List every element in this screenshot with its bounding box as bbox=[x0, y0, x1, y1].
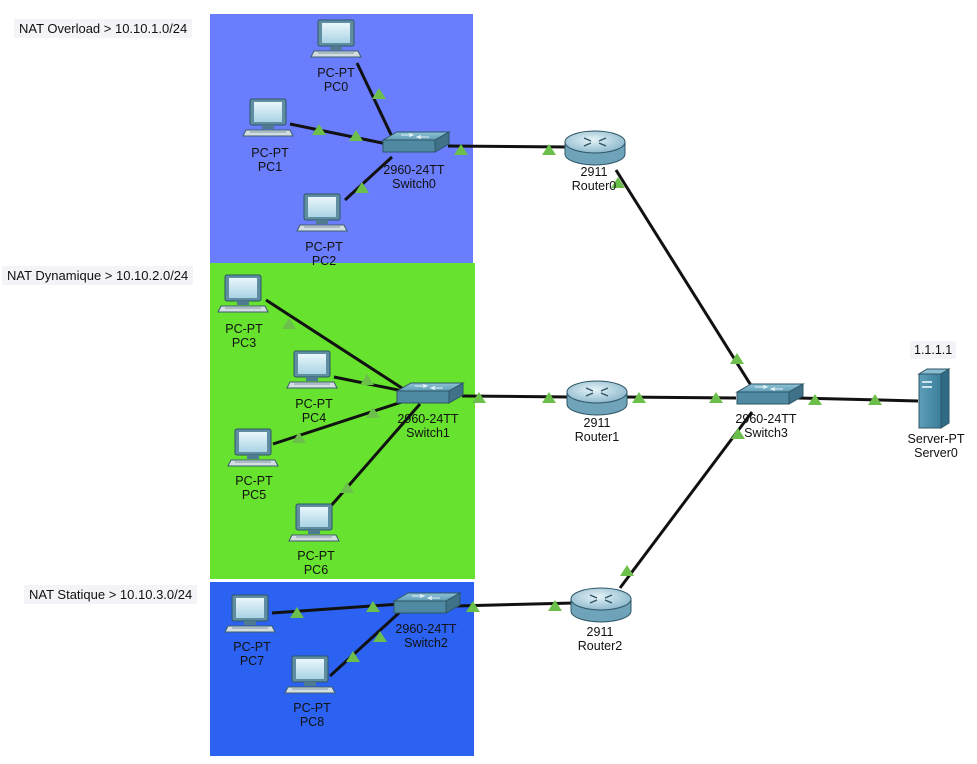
pc0-icon[interactable] bbox=[310, 19, 362, 58]
pc4-icon[interactable] bbox=[286, 350, 338, 389]
link-pc0-switch0[interactable] bbox=[355, 62, 397, 144]
link-up-marker bbox=[808, 394, 822, 405]
pc5-icon[interactable] bbox=[227, 428, 279, 467]
link-up-marker bbox=[349, 130, 363, 141]
switch1-icon[interactable] bbox=[396, 382, 464, 404]
link-up-marker bbox=[868, 394, 882, 405]
link-router0-switch3[interactable] bbox=[614, 169, 754, 388]
pc2-icon[interactable] bbox=[296, 193, 348, 232]
link-up-marker bbox=[312, 124, 326, 135]
pc1-icon[interactable] bbox=[242, 98, 294, 137]
link-router2-switch3[interactable] bbox=[618, 411, 754, 589]
zone-label-statique: NAT Statique > 10.10.3.0/24 bbox=[24, 585, 198, 604]
link-up-marker bbox=[730, 353, 744, 364]
link-pc5-switch1[interactable] bbox=[272, 398, 409, 446]
pc7-icon[interactable] bbox=[224, 594, 276, 633]
server0-icon[interactable] bbox=[918, 368, 950, 429]
server0-ip-label: 1.1.1.1 bbox=[910, 341, 957, 359]
link-up-marker bbox=[620, 565, 634, 576]
link-pc3-switch1[interactable] bbox=[265, 298, 409, 394]
zone-label-dynamique: NAT Dynamique > 10.10.2.0/24 bbox=[2, 266, 194, 285]
switch3-icon[interactable] bbox=[736, 383, 804, 405]
link-up-marker bbox=[611, 177, 625, 188]
link-pc1-switch0[interactable] bbox=[289, 122, 393, 147]
switch0-icon[interactable] bbox=[382, 131, 450, 153]
link-up-marker bbox=[292, 432, 306, 443]
link-up-marker bbox=[360, 374, 374, 385]
link-up-marker bbox=[346, 651, 360, 662]
pc6-icon[interactable] bbox=[288, 503, 340, 542]
link-up-marker bbox=[366, 601, 380, 612]
link-up-marker bbox=[632, 392, 646, 403]
link-up-marker bbox=[372, 88, 386, 99]
switch2-icon[interactable] bbox=[393, 592, 461, 614]
link-up-marker bbox=[731, 428, 745, 439]
link-up-marker bbox=[542, 144, 556, 155]
link-switch3-server0[interactable] bbox=[797, 396, 919, 403]
zone-label-overload: NAT Overload > 10.10.1.0/24 bbox=[14, 19, 193, 38]
link-up-marker bbox=[472, 392, 486, 403]
link-up-marker bbox=[282, 318, 296, 329]
link-pc8-switch2[interactable] bbox=[328, 610, 402, 678]
link-up-marker bbox=[373, 631, 387, 642]
link-up-marker bbox=[366, 407, 380, 418]
link-status-markers bbox=[282, 88, 882, 662]
router2-icon[interactable] bbox=[570, 587, 632, 623]
link-up-marker bbox=[466, 601, 480, 612]
pc8-icon[interactable] bbox=[284, 655, 336, 694]
router1-icon[interactable] bbox=[566, 380, 628, 416]
link-pc7-switch2[interactable] bbox=[271, 602, 401, 615]
link-up-marker bbox=[548, 600, 562, 611]
link-up-marker bbox=[340, 482, 354, 493]
link-up-marker bbox=[355, 182, 369, 193]
link-pc2-switch0[interactable] bbox=[343, 155, 394, 202]
link-up-marker bbox=[454, 144, 468, 155]
link-up-marker bbox=[290, 607, 304, 618]
pc3-icon[interactable] bbox=[217, 274, 269, 313]
link-up-marker bbox=[709, 392, 723, 403]
link-up-marker bbox=[542, 392, 556, 403]
router0-icon[interactable] bbox=[564, 130, 626, 166]
